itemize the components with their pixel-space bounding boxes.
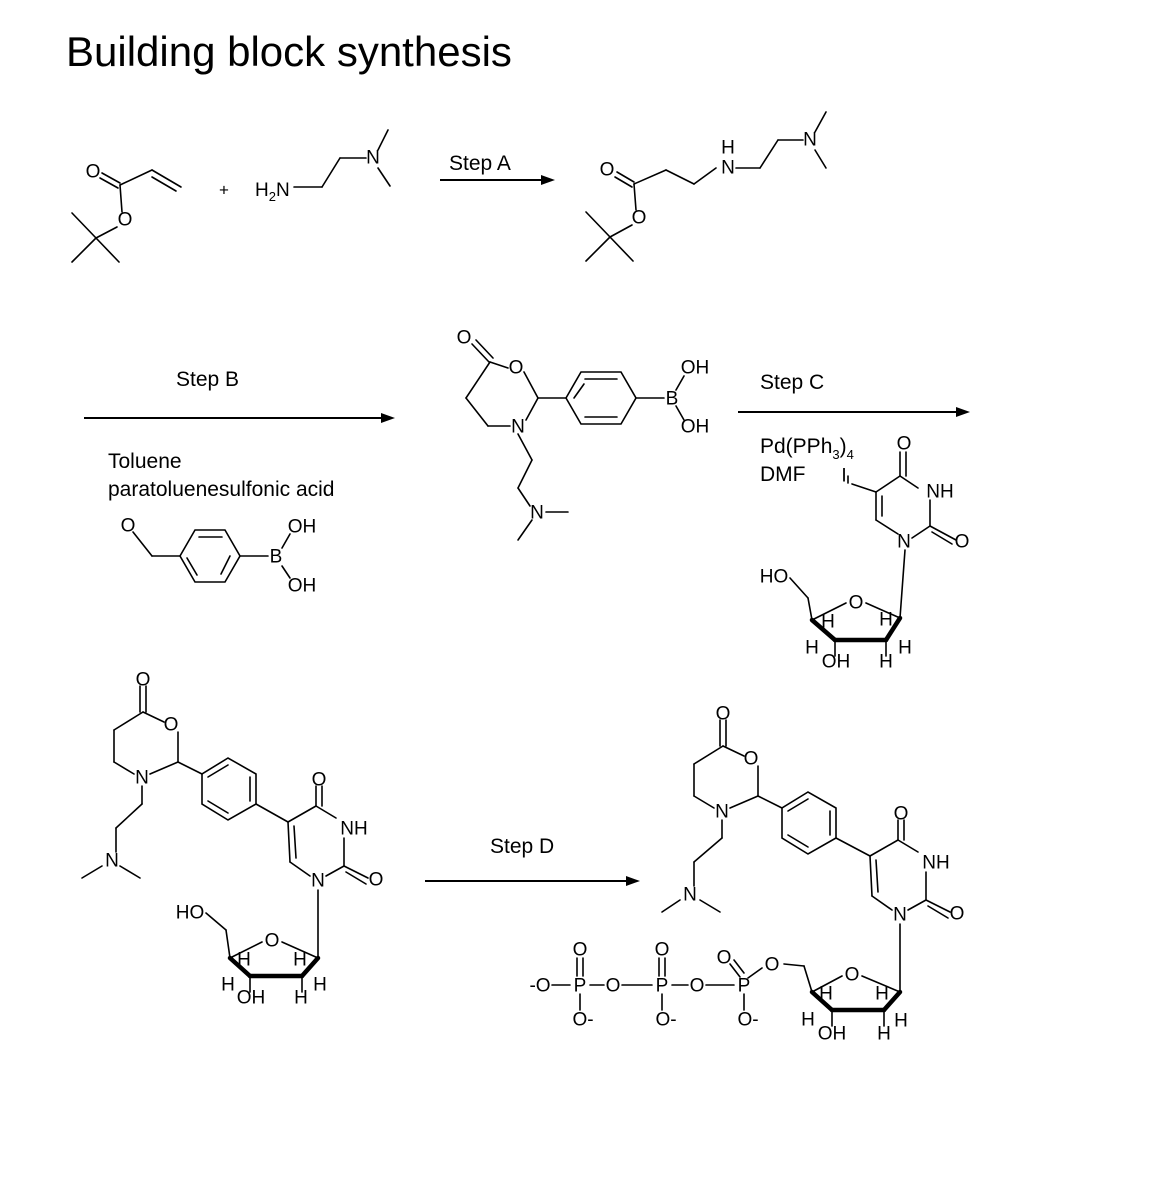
atom-label: H [221, 975, 235, 996]
atom-label: O [164, 715, 179, 736]
atom-label: B [270, 547, 283, 568]
atom-label: O [573, 940, 588, 961]
step-b-catalyst: paratoluenesulfonic acid [108, 478, 335, 501]
atom-label: O [312, 770, 327, 791]
atom-label: O [849, 593, 864, 614]
atom-label: O [717, 948, 732, 969]
dimethylethylenediamine: H2N N [255, 130, 390, 204]
atom-label: O [265, 931, 280, 952]
atom-label: N [683, 885, 697, 906]
atom-label: O [86, 162, 101, 183]
step-c-solvent: DMF [760, 463, 806, 486]
atom-label: H [898, 638, 912, 659]
atom-label: NH [340, 819, 367, 840]
atom-label: OH [237, 988, 266, 1009]
atom-label: N [511, 417, 525, 438]
formylphenylboronic-acid: O B OH OH [121, 516, 317, 597]
atom-label: O [716, 704, 731, 725]
step-a-label: Step A [449, 152, 511, 175]
amine-label: H2N [255, 180, 290, 204]
atom-label: O [121, 516, 136, 537]
plus-sign: + [219, 181, 229, 200]
arrow-step-d: Step D [425, 835, 640, 886]
atom-label: N [803, 130, 817, 151]
atom-label: O [690, 976, 705, 997]
nucleoside-triphosphate: O O N N O NH O N O O H H H H OH H -O P O… [529, 704, 964, 1045]
atom-label: H [293, 950, 307, 971]
atom-label: O [136, 670, 151, 691]
atom-label: O [845, 965, 860, 986]
atom-label: O [950, 904, 965, 925]
step-b-label: Step B [176, 368, 239, 391]
atom-label: H [801, 1010, 815, 1031]
atom-label: N [311, 871, 325, 892]
atom-label: NH [926, 482, 953, 503]
atom-label: H [879, 610, 893, 631]
atom-label: OH [681, 417, 710, 438]
atom-label: H [805, 638, 819, 659]
atom-label: O [118, 210, 133, 231]
atom-label: NH [922, 853, 949, 874]
atom-label: N [721, 158, 735, 179]
atom-label: O [369, 870, 384, 891]
atom-label: H [894, 1011, 908, 1032]
atom-label: O- [655, 1010, 676, 1031]
atom-label: O [457, 328, 472, 349]
atom-label: N [366, 148, 380, 169]
atom-label: OH [288, 517, 317, 538]
step-c-label: Step C [760, 371, 824, 394]
atom-label: HO [176, 903, 205, 924]
atom-label: H [821, 612, 835, 633]
atom-label: N [893, 905, 907, 926]
atom-label: O [765, 955, 780, 976]
arrow-step-a: Step A [440, 152, 555, 185]
oxazinanone-boronic-acid: O O N B OH OH N [457, 328, 710, 541]
coupled-nucleoside: O O N N O NH O N HO O H H H H OH H [82, 670, 383, 1009]
arrow-step-b: Step B Toluene paratoluenesulfonic acid [84, 368, 395, 501]
atom-label: N [135, 768, 149, 789]
atom-label: N [105, 851, 119, 872]
atom-label: P [738, 976, 751, 997]
atom-label: -O [529, 976, 550, 997]
atom-label: O- [737, 1010, 758, 1031]
atom-label: H [819, 984, 833, 1005]
atom-label: OH [681, 358, 710, 379]
scheme-title: Building block synthesis [66, 28, 512, 75]
tert-butyl-acrylate: O O [72, 162, 181, 263]
atom-label: N [715, 802, 729, 823]
atom-label: B [666, 389, 679, 410]
atom-label: P [656, 976, 669, 997]
atom-label: H [294, 988, 308, 1009]
atom-label: H [237, 950, 251, 971]
step-c-catalyst: Pd(PPh3)4 [760, 435, 854, 462]
atom-label: OH [818, 1024, 847, 1045]
atom-label: O [632, 208, 647, 229]
atom-label: HO [760, 567, 789, 588]
step-b-solvent: Toluene [108, 450, 182, 473]
atom-label: I [841, 466, 846, 487]
atom-label: O [600, 160, 615, 181]
atom-label: O [744, 749, 759, 770]
atom-label: H [875, 984, 889, 1005]
atom-label: O [894, 804, 909, 825]
atom-label: H [877, 1024, 891, 1045]
atom-label: O [606, 976, 621, 997]
atom-label: OH [822, 652, 851, 673]
atom-label: N [530, 503, 544, 524]
atom-label: H [879, 652, 893, 673]
step-d-label: Step D [490, 835, 554, 858]
atom-label: O- [572, 1010, 593, 1031]
atom-label: O [509, 358, 524, 379]
atom-label: O [655, 940, 670, 961]
product-aminoester: O O H N N [586, 112, 826, 261]
atom-label: OH [288, 576, 317, 597]
atom-label: N [897, 532, 911, 553]
atom-label: O [897, 434, 912, 455]
atom-label: P [574, 976, 587, 997]
arrow-step-c: Step C Pd(PPh3)4 DMF [738, 371, 970, 486]
atom-label: O [955, 532, 970, 553]
atom-label: H [721, 138, 735, 159]
atom-label: H [313, 975, 327, 996]
